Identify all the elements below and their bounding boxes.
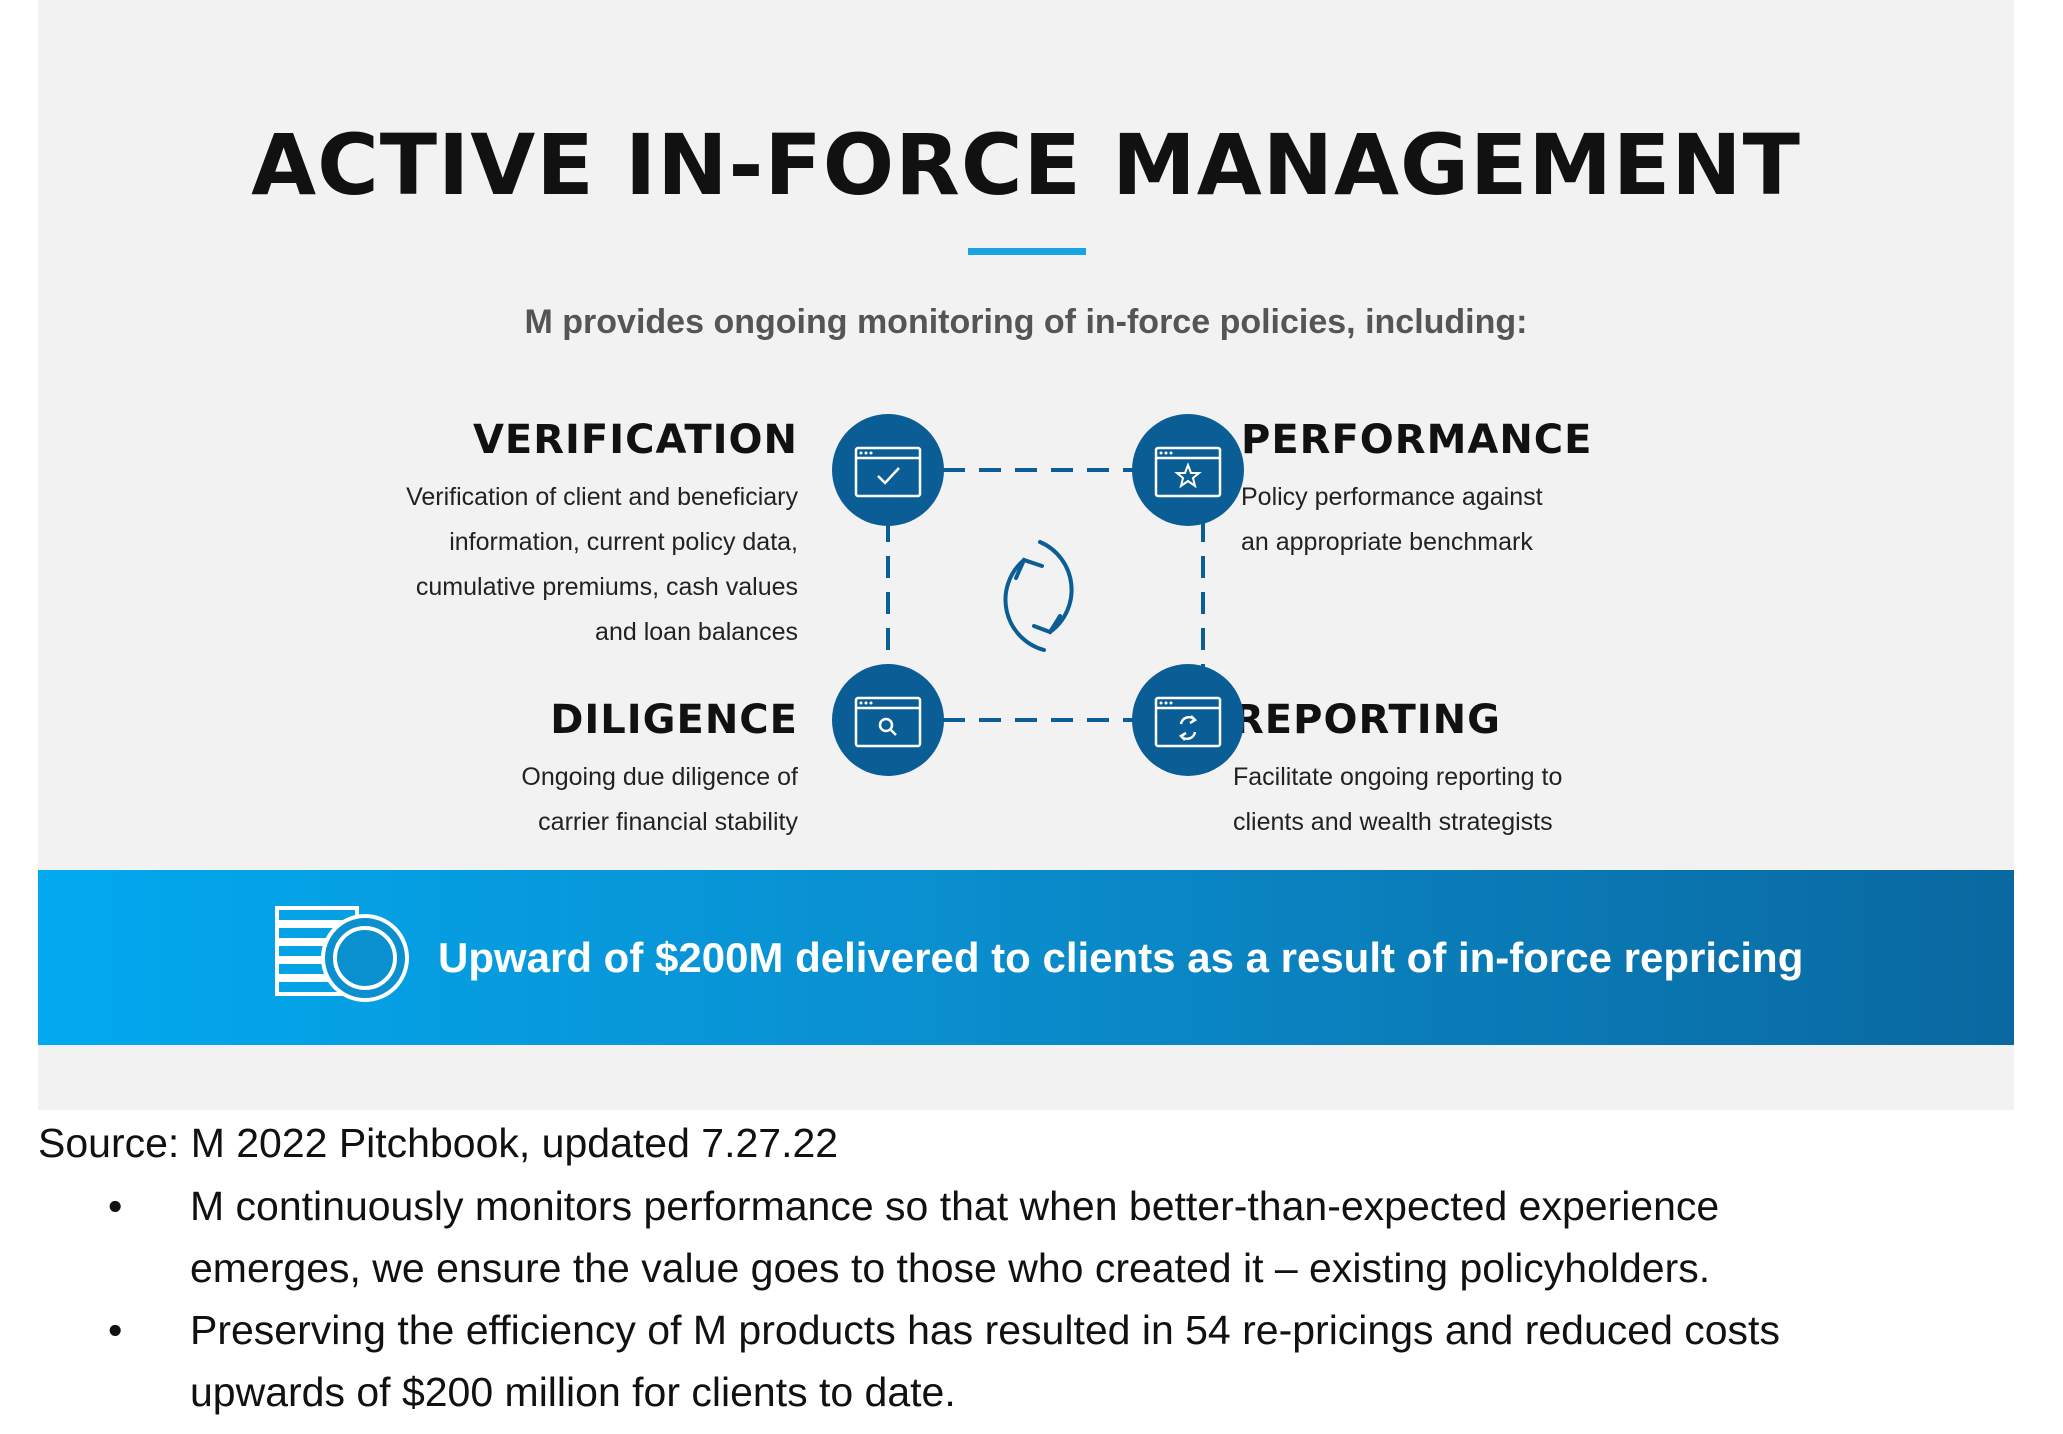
diligence-node	[832, 664, 944, 776]
slide-title: ACTIVE IN-FORCE MANAGEMENT	[251, 116, 1801, 214]
bullet-marker: •	[108, 1183, 123, 1229]
window-refresh-icon	[1154, 696, 1222, 748]
bullet-line: emerges, we ensure the value goes to tho…	[190, 1245, 1711, 1291]
bullet-line: M continuously monitors performance so t…	[190, 1183, 1720, 1229]
dashed-connectors	[886, 468, 1205, 722]
coin-stack-icon	[275, 906, 409, 1002]
performance-line: Policy performance against	[1241, 483, 1543, 511]
bullet-marker: •	[108, 1307, 123, 1353]
verification-line: cumulative premiums, cash values	[415, 573, 798, 601]
diligence-line: Ongoing due diligence of	[521, 763, 798, 791]
bullet-item: • M continuously monitors performance so…	[108, 1175, 2008, 1299]
bullet-list: • M continuously monitors performance so…	[108, 1175, 2008, 1423]
performance-title: PERFORMANCE	[1241, 417, 1593, 463]
bullet-item: • Preserving the efficiency of M product…	[108, 1299, 2008, 1423]
diligence-title: DILIGENCE	[550, 697, 798, 743]
performance-node	[1132, 414, 1244, 526]
cycle-diagram	[832, 414, 1244, 776]
diligence-line: carrier financial stability	[538, 808, 798, 836]
reporting-node	[1132, 664, 1244, 776]
reporting-line: clients and wealth strategists	[1233, 808, 1553, 836]
diligence-description: Ongoing due diligence of carrier financi…	[298, 755, 798, 845]
title-accent-rule	[968, 248, 1086, 255]
performance-description: Policy performance against an appropriat…	[1241, 475, 1741, 565]
window-check-icon	[854, 446, 922, 498]
banner-text: Upward of $200M delivered to clients as …	[438, 934, 1804, 981]
verification-node	[832, 414, 944, 526]
window-star-icon	[1154, 446, 1222, 498]
reporting-description: Facilitate ongoing reporting to clients …	[1233, 755, 1733, 845]
verification-line: and loan balances	[595, 618, 798, 646]
verification-description: Verification of client and beneficiary i…	[298, 475, 798, 655]
reporting-title: REPORTING	[1233, 697, 1501, 743]
source-note: Source: M 2022 Pitchbook, updated 7.27.2…	[38, 1120, 839, 1166]
verification-line: information, current policy data,	[449, 528, 798, 556]
results-banner: Upward of $200M delivered to clients as …	[38, 870, 2014, 1045]
window-search-icon	[854, 696, 922, 748]
bullet-line: upwards of $200 million for clients to d…	[190, 1369, 956, 1415]
verification-line: Verification of client and beneficiary	[406, 483, 798, 511]
verification-title: VERIFICATION	[472, 417, 798, 463]
cycle-arrows-icon	[1003, 540, 1074, 652]
performance-line: an appropriate benchmark	[1241, 528, 1533, 556]
bullet-line: Preserving the efficiency of M products …	[190, 1307, 1780, 1353]
slide-subtitle: M provides ongoing monitoring of in-forc…	[524, 303, 1528, 341]
reporting-line: Facilitate ongoing reporting to	[1233, 763, 1563, 791]
